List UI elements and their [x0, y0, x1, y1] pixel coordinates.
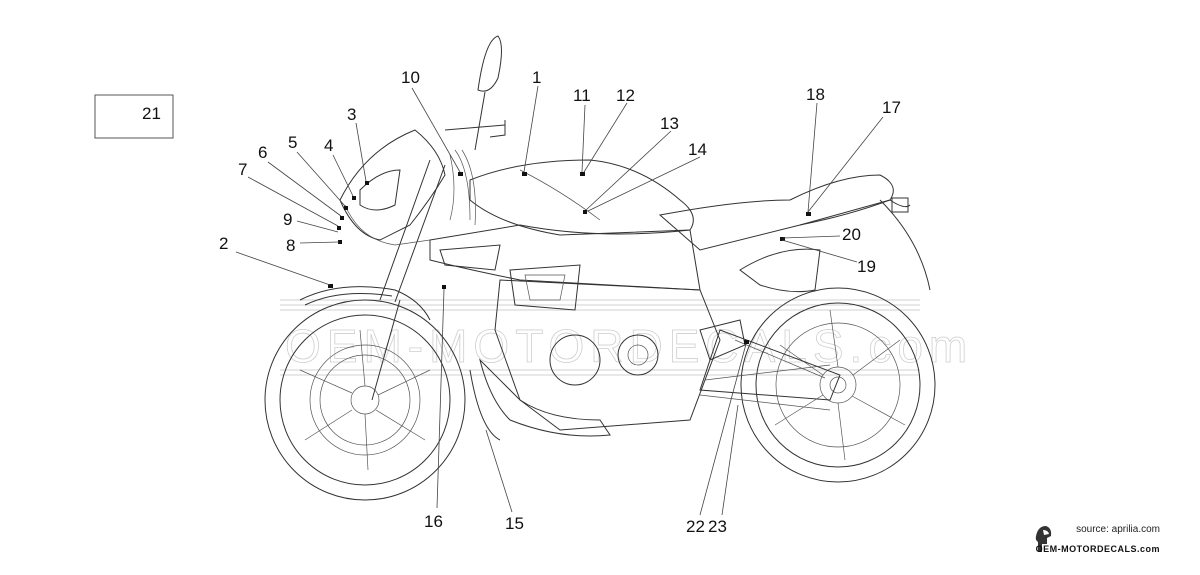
callout-3: 3: [347, 105, 356, 124]
decal-marker-20: [780, 237, 785, 241]
leader-lines: [235, 85, 884, 516]
decal-marker-18: [806, 212, 811, 216]
decal-marker-5: [344, 206, 348, 210]
callout-8: 8: [286, 236, 295, 255]
callout-4: 4: [324, 136, 333, 155]
callout-17: 17: [882, 98, 901, 117]
callout-12: 12: [616, 86, 635, 105]
callout-6: 6: [258, 143, 267, 162]
decal-marker-11: [580, 172, 585, 176]
callout-19: 19: [857, 257, 876, 276]
motorcycle-drawing: [264, 35, 936, 501]
callout-2: 2: [219, 234, 228, 253]
callout-5: 5: [288, 133, 297, 152]
decal-marker-16: [442, 285, 446, 289]
callout-16: 16: [424, 512, 443, 531]
source-credit: source: aprilia.com OEM-MOTORDECALS.com: [1032, 518, 1160, 562]
callout-21: 21: [142, 104, 161, 123]
watermark: OEM-MOTORDECALS.com: [280, 299, 973, 376]
callout-9: 9: [283, 210, 292, 229]
decal-marker-4: [352, 196, 356, 200]
callout-1: 1: [532, 68, 541, 87]
callout-14: 14: [688, 140, 707, 159]
callout-numbers: 1 2 3 4 5 6 7 8 9 10 11 12 13 14 15 16 1…: [142, 68, 901, 536]
decal-marker-3: [365, 181, 369, 185]
decal-marker-8: [338, 240, 342, 244]
callout-23: 23: [708, 517, 727, 536]
source-text: source: aprilia.com: [1076, 524, 1160, 535]
helmet-logo-icon: [1035, 526, 1052, 552]
callout-11: 11: [573, 86, 591, 105]
front-wheel: [264, 299, 466, 501]
callout-10: 10: [401, 68, 420, 87]
decal-marker-13: [583, 210, 587, 214]
brand-text: OEM-MOTORDECALS.com: [1035, 544, 1160, 554]
decal-marker-22: [744, 340, 749, 344]
decal-marker-7: [337, 226, 341, 230]
decal-marker-10: [458, 172, 463, 176]
callout-20: 20: [842, 225, 861, 244]
decal-marker-2: [328, 284, 333, 288]
decal-marker-1: [522, 172, 527, 176]
callout-22: 22: [686, 517, 705, 536]
part-21-box: [94, 94, 174, 139]
watermark-text: OEM-MOTORDECALS.com: [285, 320, 973, 372]
callout-13: 13: [660, 114, 679, 133]
rear-wheel: [740, 287, 936, 483]
callout-18: 18: [806, 85, 825, 104]
callout-7: 7: [238, 160, 247, 179]
decal-markers: [328, 172, 811, 344]
decal-marker-6: [340, 216, 344, 220]
callout-15: 15: [505, 514, 524, 533]
